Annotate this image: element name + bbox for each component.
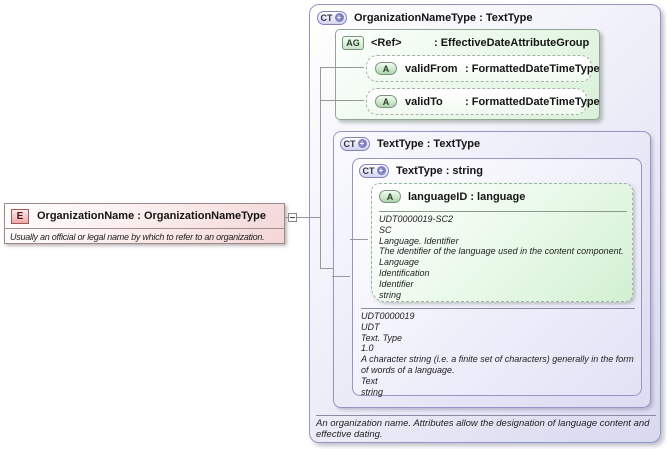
element-title: OrganizationName : OrganizationNameType bbox=[37, 210, 267, 222]
texttype-string-title: TextType : string bbox=[396, 164, 483, 177]
expand-plus-icon[interactable]: + bbox=[334, 13, 344, 22]
doc-line: UDT bbox=[361, 321, 380, 332]
divider bbox=[316, 415, 656, 416]
texttype-box[interactable]: CT + TextType : TextType CT + TextType :… bbox=[333, 131, 651, 408]
attribute-icon: A bbox=[375, 95, 397, 108]
complextype-icon: CT + bbox=[359, 163, 389, 178]
texttype-title: TextType : TextType bbox=[377, 137, 481, 150]
attribute-group-header[interactable]: AG <Ref> : EffectiveDateAttributeGroup bbox=[342, 35, 589, 50]
attribute-type: : FormattedDateTimeType bbox=[465, 95, 600, 108]
attribute-languageid-box[interactable]: A languageID : language UDT0000019-SC2 S… bbox=[371, 183, 633, 302]
attribute-validto-box[interactable]: A validTo : FormattedDateTimeType bbox=[366, 88, 600, 115]
doc-line: Text. Type bbox=[361, 332, 403, 343]
expand-plus-icon[interactable]: + bbox=[376, 166, 386, 175]
attribute-icon: A bbox=[375, 62, 397, 75]
languageid-documentation: UDT0000019-SC2 SC Language. Identifier T… bbox=[379, 214, 627, 300]
connector-line bbox=[350, 239, 368, 240]
doc-line: string bbox=[361, 386, 384, 397]
attribute-group-box[interactable]: AG <Ref> : EffectiveDateAttributeGroup A… bbox=[335, 29, 600, 120]
complextype-icon: CT + bbox=[317, 10, 347, 25]
attribute-group-type: : EffectiveDateAttributeGroup bbox=[434, 36, 590, 49]
doc-line: Language. Identifier bbox=[379, 235, 459, 246]
attribute-name: validTo bbox=[405, 95, 443, 108]
attribute-type: : FormattedDateTimeType bbox=[465, 62, 600, 75]
doc-line: A character string (i.e. a finite set of… bbox=[361, 354, 634, 375]
doc-line: The identifier of the language used in t… bbox=[379, 246, 624, 257]
element-annotation: Usually an official or legal name by whi… bbox=[5, 228, 284, 243]
expand-plus-icon[interactable]: + bbox=[357, 139, 367, 148]
doc-line: UDT0000019-SC2 bbox=[379, 214, 454, 224]
connector-line bbox=[320, 67, 364, 68]
connector-line bbox=[285, 217, 320, 218]
connector-line bbox=[320, 268, 333, 269]
complextype-organizationnametype-box[interactable]: CT + OrganizationNameType : TextType AG … bbox=[309, 4, 661, 443]
divider bbox=[361, 308, 635, 309]
complextype-icon-label: CT bbox=[362, 165, 375, 176]
attribute-group-icon: AG bbox=[342, 35, 364, 50]
complextype-annotation: An organization name. Attributes allow t… bbox=[316, 418, 650, 440]
complextype-header[interactable]: CT + OrganizationNameType : TextType bbox=[317, 10, 532, 25]
complextype-icon: CT + bbox=[340, 136, 370, 151]
attribute-languageid-header[interactable]: A languageID : language bbox=[379, 189, 525, 204]
complextype-icon-label: CT bbox=[320, 12, 333, 23]
connector-line bbox=[320, 67, 321, 269]
element-icon: E bbox=[11, 208, 29, 224]
divider bbox=[379, 211, 627, 212]
texttype-string-header[interactable]: CT + TextType : string bbox=[359, 163, 483, 178]
doc-line: 1.0 bbox=[361, 343, 374, 354]
connector-line bbox=[320, 100, 364, 101]
doc-line: UDT0000019 bbox=[361, 311, 415, 321]
attribute-validfrom-box[interactable]: A validFrom : FormattedDateTimeType bbox=[366, 55, 600, 82]
texttype-string-documentation: UDT0000019 UDT Text. Type 1.0 A characte… bbox=[361, 311, 637, 397]
collapse-handle[interactable] bbox=[288, 213, 297, 222]
attribute-languageid-title: languageID : language bbox=[408, 190, 526, 203]
doc-line: Identifier bbox=[379, 278, 414, 289]
doc-line: string bbox=[379, 289, 402, 300]
element-header[interactable]: E OrganizationName : OrganizationNameTyp… bbox=[5, 204, 284, 228]
attribute-group-ref: <Ref> bbox=[371, 36, 402, 49]
doc-line: Identification bbox=[379, 267, 430, 278]
complextype-title: OrganizationNameType : TextType bbox=[354, 11, 533, 24]
connector-line bbox=[332, 276, 350, 277]
complextype-icon-label: CT bbox=[343, 138, 356, 149]
doc-line: Language bbox=[379, 257, 420, 268]
texttype-header[interactable]: CT + TextType : TextType bbox=[340, 136, 480, 151]
doc-line: Text bbox=[361, 375, 378, 386]
attribute-name: validFrom bbox=[405, 62, 458, 75]
texttype-string-box[interactable]: CT + TextType : string A languageID : la… bbox=[352, 158, 642, 397]
minus-icon bbox=[290, 217, 295, 218]
attribute-icon: A bbox=[379, 190, 401, 203]
element-organizationname-box[interactable]: E OrganizationName : OrganizationNameTyp… bbox=[4, 203, 285, 244]
doc-line: SC bbox=[379, 224, 392, 235]
